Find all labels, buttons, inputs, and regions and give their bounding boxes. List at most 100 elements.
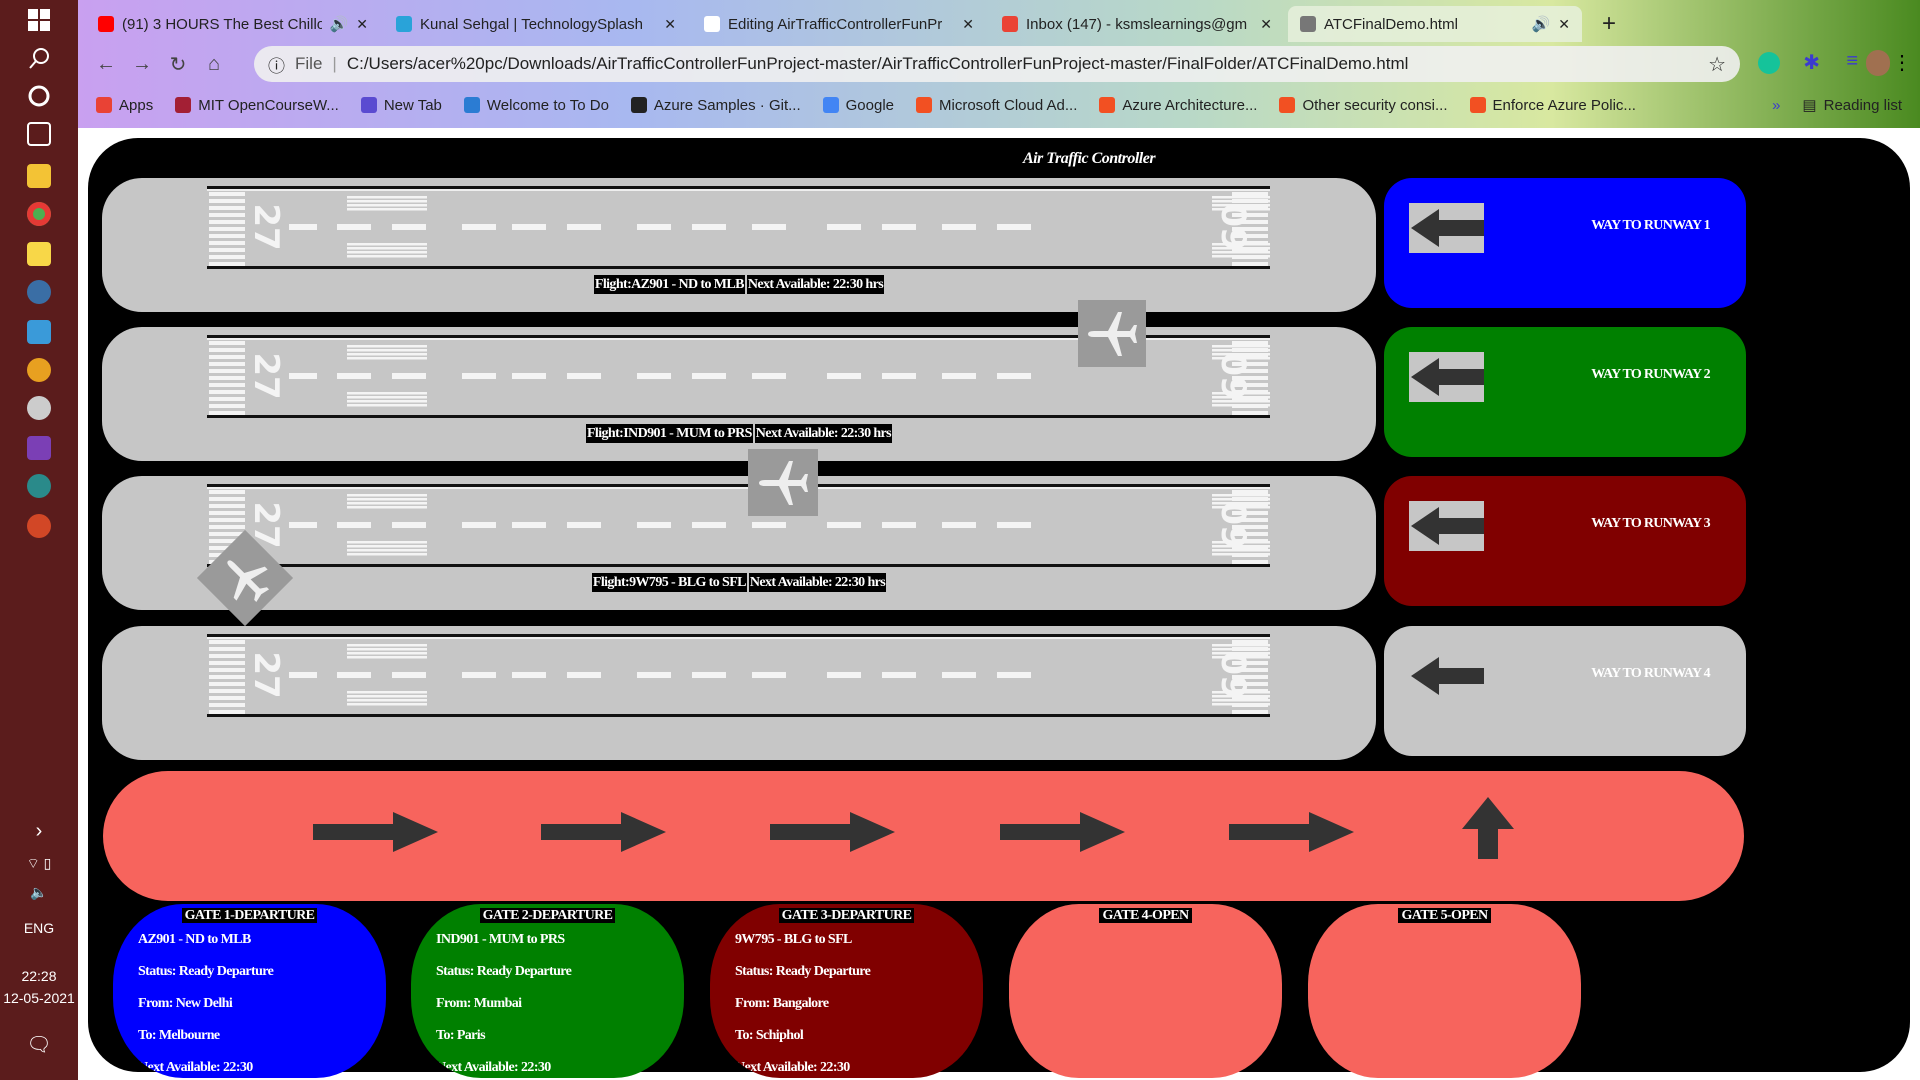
arrow-left-icon (1409, 203, 1484, 253)
gate-info-line: Next Available: 22:30 (138, 1060, 253, 1075)
scheme-label: File (295, 54, 323, 73)
gate-info-line: 9W795 - BLG to SFL (735, 932, 852, 947)
bookmark-item[interactable]: Apps (96, 97, 153, 114)
chrome-icon[interactable] (27, 202, 51, 226)
tab-title: (91) 3 HOURS The Best Chillo (122, 15, 322, 33)
bookmark-label: Microsoft Cloud Ad... (939, 96, 1078, 114)
photos-icon[interactable] (27, 320, 51, 344)
gate-5[interactable]: GATE 5-OPEN (1308, 904, 1581, 1078)
browser-tab[interactable]: (91) 3 HOURS The Best Chillo 🔊 ✕ (86, 6, 380, 42)
way-label: WAY TO RUNWAY 1 (1591, 218, 1710, 233)
gate-title: GATE 3-DEPARTURE (778, 908, 915, 923)
audio-icon[interactable]: 🔊 (329, 16, 349, 33)
bookmark-item[interactable]: Welcome to To Do (463, 97, 609, 114)
new-tab-button[interactable]: + (1602, 10, 1617, 37)
media-control-icon[interactable]: ≡ (1846, 50, 1858, 72)
bookmark-item[interactable]: Enforce Azure Polic... (1469, 96, 1636, 114)
menu-icon[interactable]: ⋮ (1892, 52, 1912, 74)
gate-info-line: IND901 - MUM to PRS (436, 932, 565, 947)
close-icon[interactable]: ✕ (1558, 15, 1570, 32)
runway-number-09: 09 (1213, 352, 1253, 399)
gate-info-line: From: Bangalore (735, 996, 829, 1011)
address-bar[interactable]: ⓘ File | C:/Users/acer%20pc/Downloads/Ai… (254, 46, 1740, 82)
grammarly-icon[interactable] (1758, 52, 1780, 74)
volume-icon[interactable]: 🔈 (30, 884, 48, 900)
close-icon[interactable]: ✕ (1260, 15, 1272, 32)
app-icon[interactable] (27, 474, 51, 498)
windows-taskbar: › ⌔ ▯ 🔈 ENG 22:28 12-05-2021 🗨 (0, 0, 78, 1080)
forward-icon[interactable]: → (132, 52, 152, 75)
way-label: WAY TO RUNWAY 4 (1591, 666, 1710, 681)
info-icon[interactable]: ⓘ (268, 56, 285, 76)
bookmark-item[interactable]: New Tab (360, 96, 442, 114)
extensions-icon[interactable]: ✱ (1803, 52, 1820, 74)
avatar[interactable] (1866, 50, 1890, 76)
gate-title: GATE 2-DEPARTURE (479, 908, 616, 923)
way-to-runway-4[interactable]: WAY TO RUNWAY 4 (1384, 626, 1746, 756)
bookmark-item[interactable]: Azure Samples · Git... (630, 97, 801, 114)
clock-date[interactable]: 12-05-2021 (3, 990, 75, 1006)
gate-info-line: Status: Ready Departure (436, 964, 572, 979)
network-icon[interactable]: ⌔ ▯ (26, 855, 52, 871)
bookmark-item[interactable]: Azure Architecture... (1099, 97, 1257, 114)
more-bookmarks-button[interactable]: » (1772, 96, 1781, 114)
close-icon[interactable]: ✕ (664, 15, 676, 32)
browser-tab[interactable]: Editing AirTrafficControllerFunPr✕ (692, 6, 986, 42)
task-view-icon[interactable] (27, 122, 51, 146)
bookmark-item[interactable]: Microsoft Cloud Ad... (916, 97, 1077, 114)
chevron-right-icon[interactable]: › (35, 820, 43, 842)
bookmark-star-icon[interactable]: ☆ (1708, 53, 1726, 76)
app-icon[interactable] (27, 280, 51, 304)
bookmark-label: Enforce Azure Polic... (1492, 96, 1636, 114)
bookmark-item[interactable]: Google (822, 97, 894, 114)
reload-icon[interactable]: ↻ (169, 53, 187, 76)
close-icon[interactable]: ✕ (962, 15, 974, 32)
arrow-left-icon (1409, 501, 1484, 551)
gate-info-line: From: Mumbai (436, 996, 522, 1011)
gmail-icon (1002, 16, 1018, 32)
browser-tab[interactable]: Kunal Sehgal | TechnologySplash✕ (384, 6, 688, 42)
gate-2[interactable]: GATE 2-DEPARTURE IND901 - MUM to PRS Statu… (411, 904, 684, 1078)
back-icon[interactable]: ← (96, 52, 116, 75)
browser-tab[interactable]: ATCFinalDemo.html🔊✕ (1288, 6, 1582, 42)
search-icon[interactable] (27, 46, 51, 70)
sticky-notes-icon[interactable] (27, 242, 51, 266)
github-icon (704, 16, 720, 32)
bookmark-item[interactable]: Other security consi... (1279, 97, 1448, 114)
reading-list-button[interactable]: ▤Reading list (1802, 96, 1902, 115)
onenote-icon[interactable] (27, 436, 51, 460)
audio-icon[interactable]: 🔊 (1531, 16, 1551, 33)
app-icon[interactable] (27, 358, 51, 382)
way-to-runway-1[interactable]: WAY TO RUNWAY 1 (1384, 178, 1746, 308)
clock-time[interactable]: 22:28 (21, 968, 57, 984)
home-icon[interactable]: ⌂ (207, 52, 221, 75)
way-to-runway-2[interactable]: WAY TO RUNWAY 2 (1384, 327, 1746, 457)
way-to-runway-3[interactable]: WAY TO RUNWAY 3 (1384, 476, 1746, 606)
airplane-icon[interactable] (1078, 300, 1146, 367)
url-text[interactable]: C:/Users/acer%20pc/Downloads/AirTrafficC… (346, 54, 1409, 73)
arrow-left-icon (1409, 352, 1484, 402)
close-icon[interactable]: ✕ (356, 15, 368, 32)
app-icon[interactable] (27, 396, 51, 420)
arrow-up-icon (1462, 797, 1514, 859)
powerpoint-icon[interactable] (27, 514, 51, 538)
bookmark-item[interactable]: MIT OpenCourseW... (175, 97, 339, 114)
airplane-icon[interactable] (196, 529, 294, 627)
browser-tab[interactable]: Inbox (147) - ksmslearnings@gm✕ (990, 6, 1284, 42)
gate-4[interactable]: GATE 4-OPEN (1009, 904, 1282, 1078)
bookmark-label: New Tab (383, 96, 442, 114)
windows-start-icon[interactable] (27, 8, 51, 32)
cortana-icon[interactable] (27, 84, 51, 108)
notifications-icon[interactable]: 🗨 (26, 1034, 52, 1056)
language-indicator[interactable]: ENG (23, 920, 55, 936)
file-explorer-icon[interactable] (27, 164, 51, 188)
flight-info: Flight:AZ901 - ND to MLB (593, 275, 745, 294)
airplane-icon[interactable] (748, 449, 818, 516)
airplane-shape (759, 460, 808, 505)
